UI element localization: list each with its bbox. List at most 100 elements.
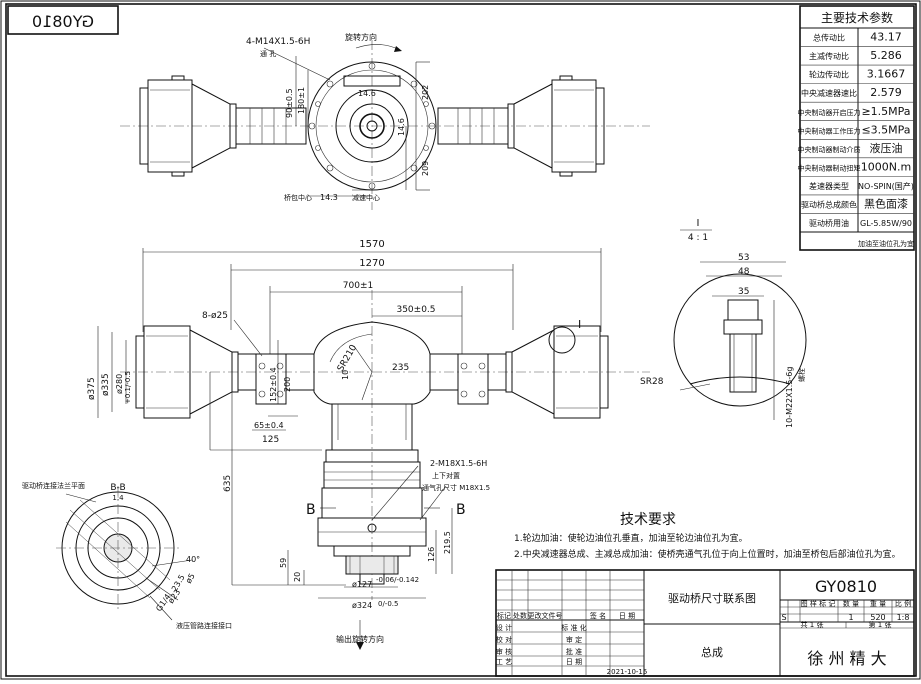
param-value: ≥1.5MPa [861, 105, 910, 118]
dim-127: ø127 [352, 580, 372, 589]
param-label: 总传动比 [813, 33, 845, 43]
tb-drawing-no: GY0810 [815, 577, 877, 596]
label-i-mark: I [578, 318, 581, 331]
param-value: GL-5.85W/90 [860, 219, 912, 228]
param-label: 驱动桥用油 [809, 218, 849, 228]
dim-40: 40° [186, 555, 200, 564]
tb-assembly: 总成 [701, 645, 723, 659]
dim-59: 59 [279, 558, 288, 568]
param-label: 中央减速器速比 [801, 88, 857, 98]
tb-meta-qty: 数 量 [843, 599, 859, 608]
label-holes: 8-ø25 [202, 311, 228, 321]
label-thread-top: 4-M14X1.5-6H [246, 37, 310, 47]
section-b-left: B [306, 502, 316, 518]
dim-235: 235 [392, 363, 409, 373]
tb-role-approve1: 审 定 [566, 635, 582, 644]
dim-20: 20 [293, 572, 302, 582]
tb-meta-weight: 重 量 [870, 600, 886, 608]
dim-635: 635 [223, 475, 233, 492]
tb-col-count: 处数 [513, 611, 527, 620]
param-label: 主减传动比 [809, 51, 849, 61]
top-view [120, 40, 650, 210]
dim-324-tol: 0/-0.5 [378, 600, 398, 608]
tb-sheet-total: 共 1 张 [801, 620, 824, 629]
param-label: 中央制动器制动介质 [798, 145, 861, 154]
label-brake-port: 液压管路连接接口 [176, 621, 232, 630]
tb-col-date: 日 期 [619, 612, 635, 620]
drawing-frame [5, 3, 917, 677]
tb-role-approve2: 批 准 [566, 647, 582, 656]
dim-65: 65±0.4 [254, 421, 284, 430]
param-label: 中央制动器开启压力 [798, 108, 861, 117]
dim-200: 200 [283, 377, 292, 392]
label-axle-center: 桥包中心 [284, 193, 312, 202]
title-block-text: 标记 处数 更改文件号 签 名 日 期 设 计 校 对 审 核 工 艺 标 准 … [496, 577, 911, 676]
param-label: 中央制动器工作压力 [798, 126, 861, 135]
params-title: 主要技术参数 [821, 10, 893, 25]
tech-title: 技术要求 [620, 512, 676, 528]
dim-53: 53 [738, 253, 749, 263]
dim-180: 180±1 [297, 87, 306, 114]
dim-324: ø324 [352, 601, 372, 610]
tb-col-file: 更改文件号 [528, 611, 563, 620]
section-bb-scale: 1:4 [112, 494, 124, 502]
param-label: 驱动桥总成颜色 [801, 200, 857, 210]
dim-14-6-b: 14.6 [397, 118, 406, 136]
dim-1570: 1570 [359, 239, 384, 250]
detail-i-marker [548, 326, 576, 354]
tb-sheet-no: 第 1 张 [869, 620, 892, 629]
front-view [97, 248, 650, 650]
dim-219-5: 219.5 [443, 531, 452, 554]
param-label: 中央制动器制动扭矩 [798, 163, 861, 172]
tb-role-design: 设 计 [496, 623, 512, 632]
label-input-rotation: 输出旋转方向 [336, 634, 384, 644]
tb-meta-mark: 图 样 标 记 [801, 599, 836, 608]
dim-23: ø23 [166, 588, 182, 606]
dim-125: 125 [262, 435, 279, 445]
tb-role-date: 日 期 [566, 658, 582, 666]
tech-line-1: 1.轮边加油：使轮边油位孔垂直，加油至轮边油位孔为宜。 [514, 532, 748, 544]
label-diff-center: 减速中心 [352, 193, 380, 202]
dim-10: 10 [341, 370, 350, 380]
param-value: NO-SPIN(国产) [858, 181, 914, 191]
label-vent: 通气孔尺寸 M18X1.5 [422, 483, 490, 492]
param-value: 液压油 [870, 141, 903, 155]
dim-1270: 1270 [359, 258, 384, 269]
param-value: ≤3.5MPa [861, 123, 910, 136]
label-thread-top-sub: 通 孔 [260, 49, 276, 58]
detail-title: I [697, 218, 700, 229]
dim-127-tol: -0.06/-0.142 [376, 576, 419, 584]
section-bb-view [56, 486, 193, 621]
param-value: 43.17 [870, 31, 902, 44]
dim-202: 202 [421, 85, 430, 100]
section-bb-title: B-B [110, 483, 125, 493]
param-label: 轮边传动比 [809, 70, 849, 80]
label-m22-note: 螺栓 [797, 368, 806, 382]
dim-375: ø375 [87, 377, 97, 400]
tb-stage: S [781, 613, 786, 622]
label-thread-m18: 2-M18X1.5-6H [430, 459, 487, 468]
dim-280: ø280 [115, 374, 124, 394]
dim-209: 209 [421, 161, 430, 176]
params-table [799, 5, 915, 251]
params-footnote: 加油至油位孔为宜 [858, 239, 914, 248]
dim-152: 152±0.4 [269, 367, 278, 402]
mirrored-code-box [7, 5, 119, 35]
label-m22: 10-M22X1.5-6g [785, 367, 794, 428]
label-thread-m18-sub: 上下对置 [432, 471, 460, 480]
tb-date: 2021-10-15 [607, 668, 648, 676]
dim-14-6: 14.6 [358, 89, 376, 98]
dim-90: 90±0.5 [285, 88, 294, 118]
param-label: 差速器类型 [809, 181, 849, 191]
dim-14-3: 14.3 [320, 193, 338, 202]
dim-335: ø335 [101, 373, 111, 396]
dim-sr28: SR28 [640, 377, 664, 387]
dim-5: ø5 [184, 572, 197, 585]
label-flange-face: 驱动桥连接法兰平面 [22, 481, 85, 490]
section-b-right: B [456, 502, 466, 518]
detail-i-view [673, 229, 807, 420]
param-value: 1000N.m [861, 160, 911, 173]
tb-weight: 520 [870, 613, 885, 622]
mirrored-code: GY0810 [32, 12, 94, 31]
